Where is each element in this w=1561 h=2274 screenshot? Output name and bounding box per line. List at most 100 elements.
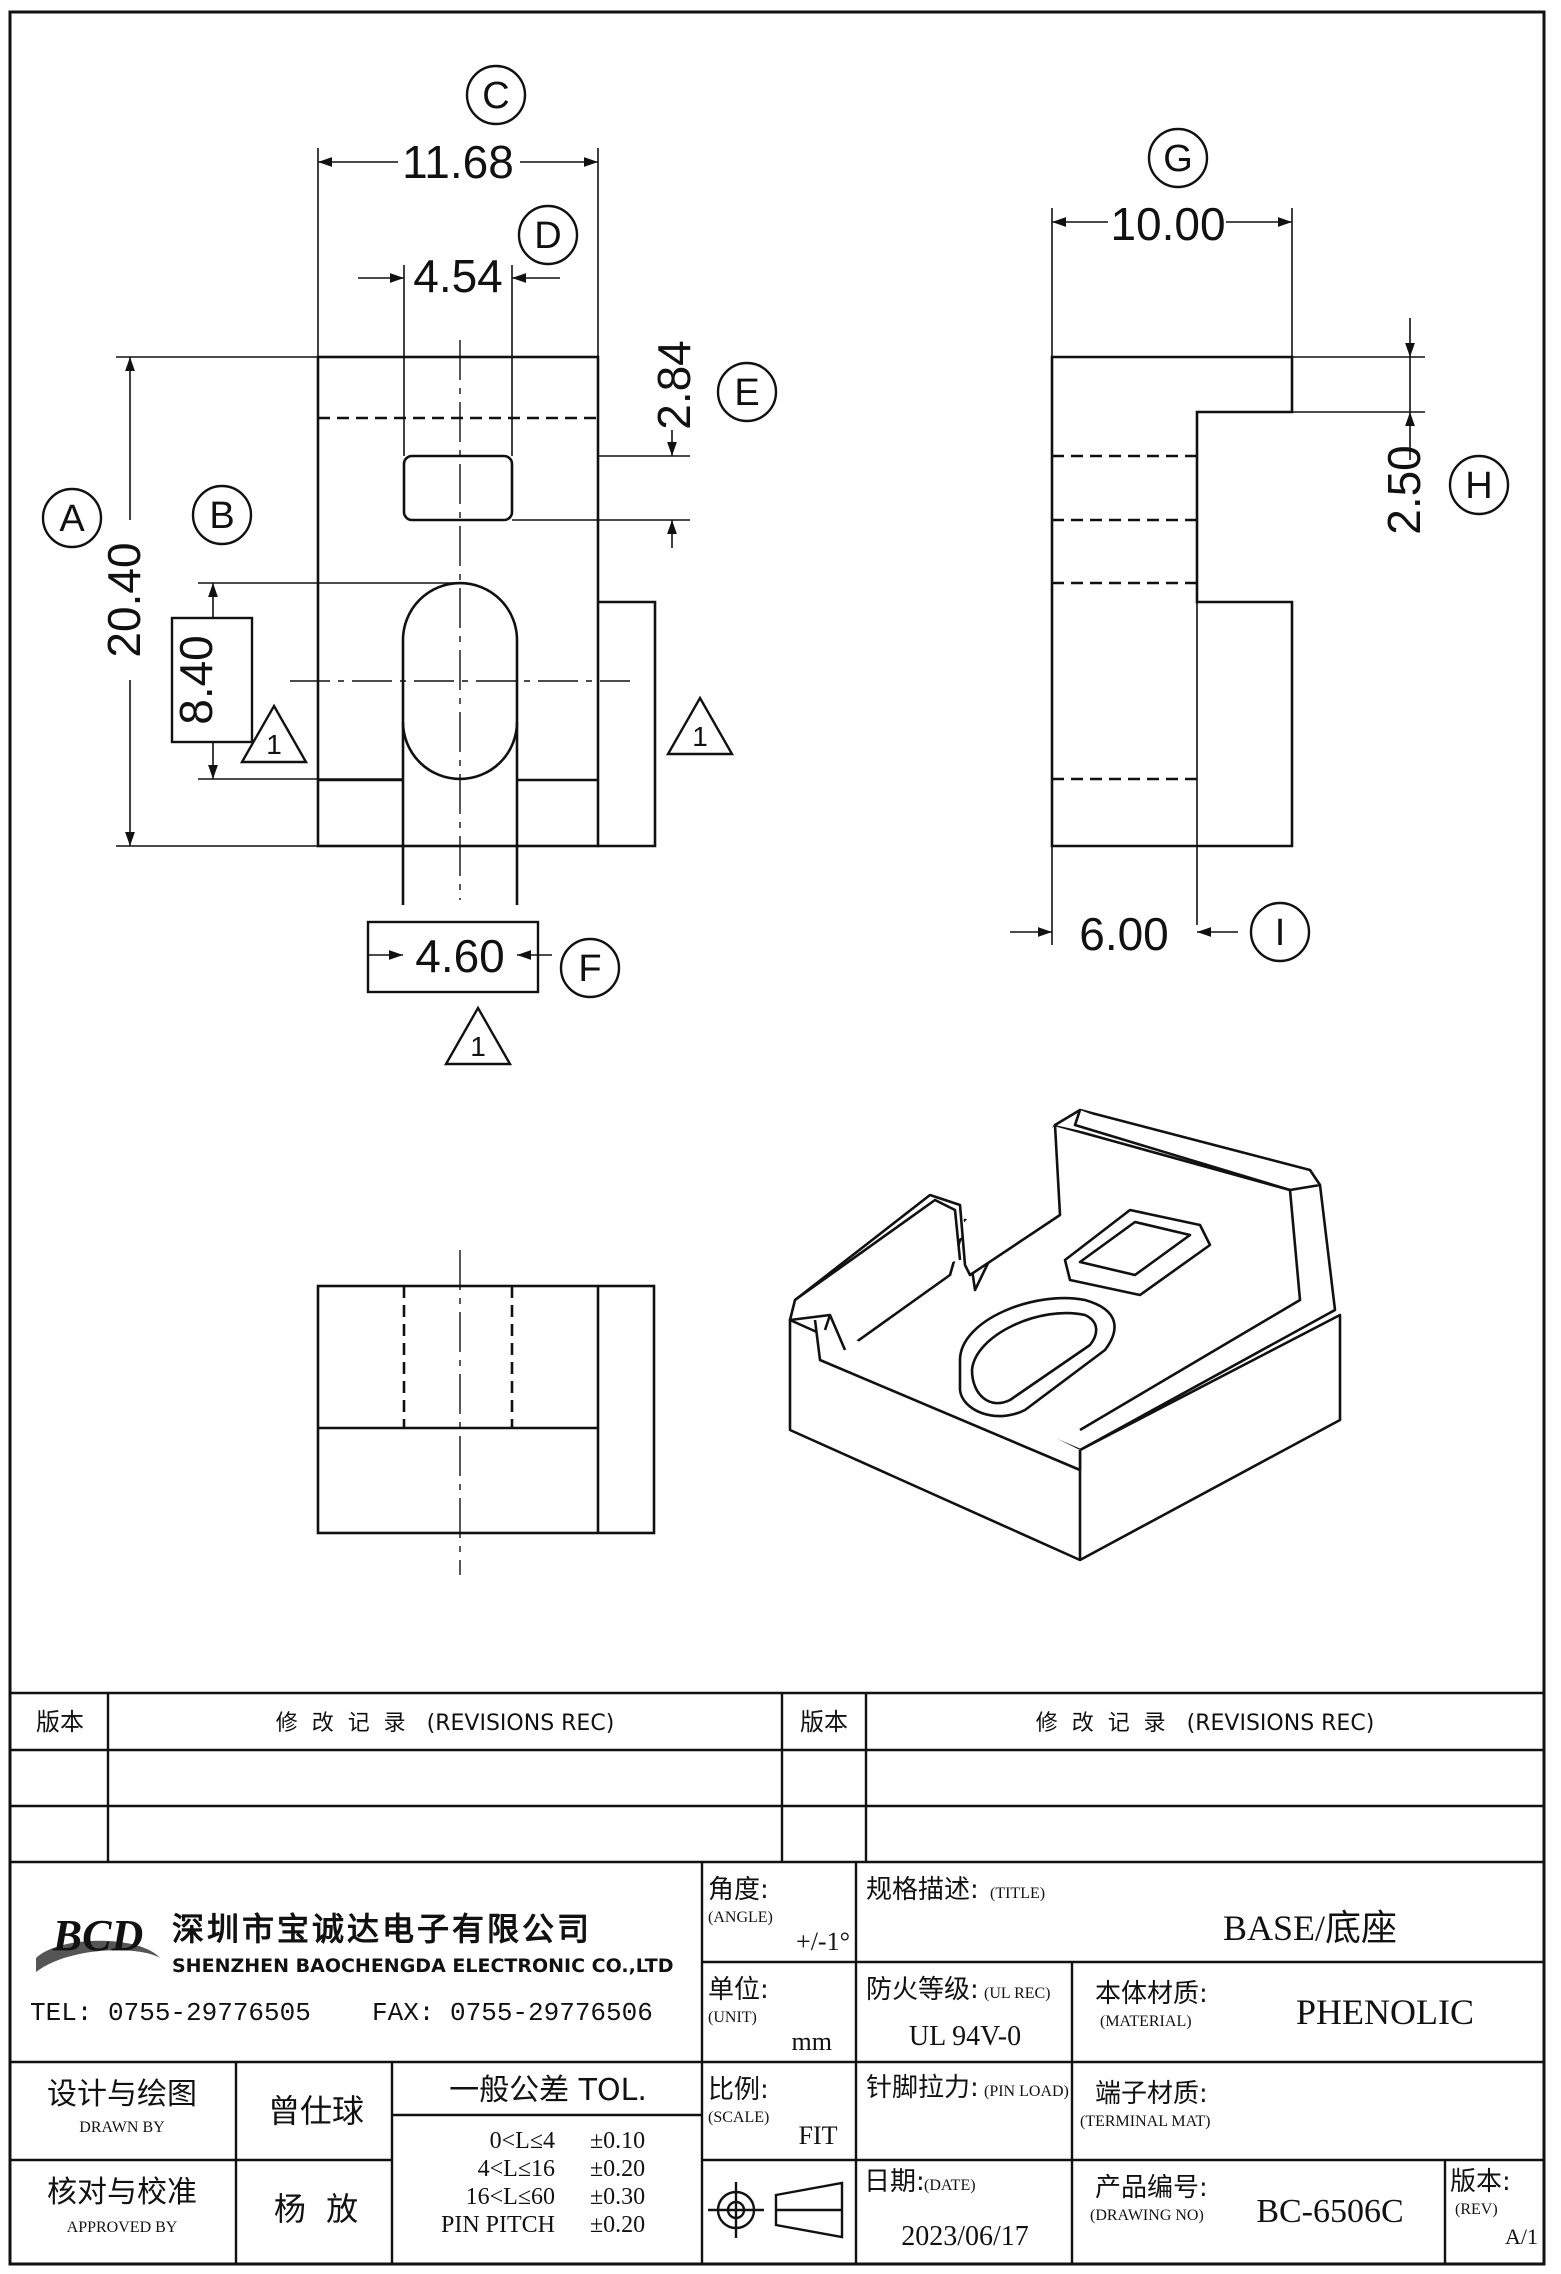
title-sub: (TITLE) [990, 1885, 1045, 1902]
note-triangle-1 [239, 703, 309, 764]
drawing-no-value: BC-6506C [1256, 2193, 1403, 2230]
company-name-en: SHENZHEN BAOCHENGDA ELECTRONIC CO.,LTD [172, 1955, 673, 1977]
company-fax: FAX: 0755-29776506 [372, 1998, 653, 2028]
dimension-circle-h [1448, 454, 1510, 516]
rev-label: 版本: [1450, 2167, 1511, 2197]
unit-sub: (UNIT) [708, 2009, 757, 2026]
dimension-circle-c [465, 64, 527, 126]
designer-name: 曾仕球 [268, 2092, 364, 2130]
dimension-letter-b: B [209, 495, 234, 537]
title-label: 规格描述: [866, 1875, 979, 1905]
pin-load-label: 针脚拉力: [866, 2073, 979, 2103]
revision-version-label-2: 版本 [800, 1708, 848, 1736]
company-name-cn: 深圳市宝诚达电子有限公司 [172, 1910, 592, 1948]
side-view-dimensions [1010, 208, 1425, 945]
tolerance-value: ±0.20 [590, 2156, 645, 2182]
material-label: 本体材质: [1095, 1979, 1208, 2009]
material-sub: (MATERIAL) [1100, 2013, 1192, 2030]
angle-label: 角度: [708, 1875, 769, 1905]
drawing-no-label: 产品编号: [1095, 2173, 1208, 2203]
scale-label: 比例: [708, 2075, 769, 2105]
title-block-fields: 角度: (ANGLE) +/-1° 单位: (UNIT) mm 比例: (SCA… [47, 1875, 1538, 2252]
fire-rating-value: UL 94V-0 [909, 2021, 1021, 2052]
tolerance-range: 4<L≤16 [478, 2156, 555, 2182]
tolerance-title: 一般公差 TOL. [449, 2073, 647, 2108]
dimension-value-f: 4.60 [415, 930, 505, 982]
angle-value: +/-1° [796, 1927, 850, 1956]
tolerance-range: PIN PITCH [441, 2212, 555, 2238]
dimension-value-g: 10.00 [1110, 198, 1225, 250]
note-triangle-2 [665, 695, 735, 756]
dimension-circle-i [1249, 901, 1311, 963]
title-block-grid [10, 1691, 1544, 2264]
note-triangles: 1 1 1 [239, 695, 735, 1066]
dimension-circle-f [559, 937, 621, 999]
rev-sub: (REV) [1455, 2201, 1498, 2218]
drawing-border [8, 10, 1546, 2266]
dimension-circle-g [1147, 127, 1209, 189]
terminal-material-label: 端子材质: [1095, 2079, 1208, 2109]
tolerance-value: ±0.30 [590, 2184, 645, 2210]
date-label: 日期: [864, 2167, 925, 2197]
designer-label: 设计与绘图 [47, 2077, 197, 2112]
company-tel: TEL: 0755-29776505 [30, 1998, 311, 2028]
isometric-view [788, 1108, 1342, 1562]
tolerance-value: ±0.20 [590, 2212, 645, 2238]
note-number-3: 1 [470, 1031, 486, 1062]
dimension-value-i: 6.00 [1079, 908, 1169, 960]
note-number-1: 1 [266, 729, 282, 760]
drawing-no-sub: (DRAWING NO) [1090, 2207, 1204, 2224]
pin-load-sub: (PIN LOAD) [984, 2083, 1069, 2100]
top-view [290, 340, 657, 905]
fire-rating-label: 防火等级: [866, 1975, 979, 2005]
top-view-dimensions [116, 148, 690, 960]
approver-name: 杨 放 [274, 2190, 358, 2228]
company-info: BCD 深圳市宝诚达电子有限公司 SHENZHEN BAOCHENGDA ELE… [30, 1910, 673, 2028]
tolerance-range: 0<L≤4 [490, 2128, 555, 2154]
fire-rating-sub: (UL REC) [984, 1985, 1051, 2002]
dimension-value-h: 2.50 [1378, 445, 1430, 535]
dimension-circle-a [41, 487, 103, 549]
dimension-letter-a: A [59, 498, 85, 540]
company-logo-text: BCD [52, 1911, 143, 1960]
revision-version-label-1: 版本 [36, 1708, 84, 1736]
dimension-circle-d [517, 204, 579, 266]
unit-label: 单位: [708, 1975, 769, 2005]
designer-sub: DRAWN BY [79, 2119, 165, 2136]
dimension-value-b: 8.40 [170, 635, 222, 725]
approver-label: 核对与校准 [47, 2175, 197, 2210]
dimension-letter-f: F [578, 948, 601, 990]
projection-symbol-icon [708, 2181, 844, 2239]
date-sub: (DATE) [924, 2177, 976, 2194]
dimension-circle-e [716, 361, 778, 423]
title-value: BASE/底座 [1223, 1908, 1397, 1948]
note-triangle-3 [443, 1005, 513, 1066]
scale-sub: (SCALE) [708, 2109, 769, 2126]
date-value: 2023/06/17 [901, 2221, 1029, 2252]
dimension-value-a: 20.40 [98, 542, 150, 657]
dimension-value-e: 2.84 [648, 340, 700, 430]
angle-sub: (ANGLE) [708, 1909, 773, 1926]
dimension-circle-b [191, 484, 253, 546]
side-view [1050, 355, 1294, 925]
note-number-2: 1 [692, 721, 708, 752]
tolerance-value: ±0.10 [590, 2128, 645, 2154]
dimension-letter-h: H [1465, 465, 1492, 507]
front-view [316, 1250, 656, 1575]
scale-value: FIT [799, 2121, 838, 2150]
company-logo-icon [36, 1940, 160, 1972]
revision-header: 版本 修 改 记 录 (REVISIONS REC) 版本 修 改 记 录 (R… [36, 1708, 1374, 1736]
revision-record-label-1: 修 改 记 录 (REVISIONS REC) [276, 1711, 615, 1736]
dimension-value-d: 4.54 [413, 250, 503, 302]
approver-sub: APPROVED BY [67, 2219, 178, 2236]
revision-record-label-2: 修 改 记 录 (REVISIONS REC) [1036, 1711, 1375, 1736]
dimension-letter-g: G [1163, 138, 1193, 180]
dimension-letter-e: E [734, 372, 759, 414]
tolerance-range: 16<L≤60 [466, 2184, 555, 2210]
material-value: PHENOLIC [1296, 1992, 1474, 2032]
dimension-box-f [366, 920, 540, 994]
terminal-material-sub: (TERMINAL MAT) [1080, 2113, 1211, 2130]
